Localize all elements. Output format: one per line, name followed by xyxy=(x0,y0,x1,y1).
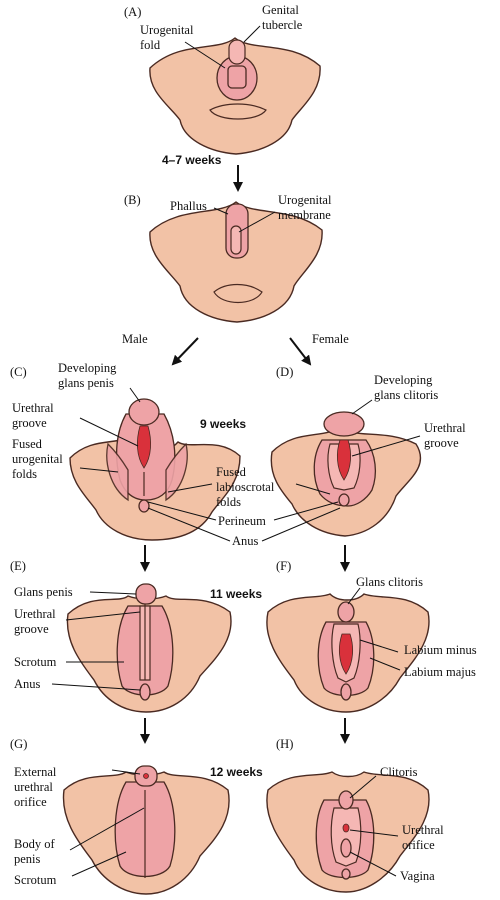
label-vagina: Vagina xyxy=(400,869,435,883)
label-urogenital-membrane-2: membrane xyxy=(278,208,331,222)
panel-d-letter: (D) xyxy=(276,365,293,379)
panel-a-letter: (A) xyxy=(124,5,141,19)
panel-g-letter: (G) xyxy=(10,737,27,751)
label-genital-tubercle-2: tubercle xyxy=(262,18,303,32)
label-c-fused-folds-1: Fused xyxy=(12,437,43,451)
panel-d xyxy=(270,399,422,537)
label-c-fused-folds-2: urogenital xyxy=(12,452,63,466)
label-11-weeks: 11 weeks xyxy=(210,587,262,601)
label-perineum: Perineum xyxy=(218,514,266,528)
panel-g xyxy=(62,765,230,895)
label-phallus: Phallus xyxy=(170,199,207,213)
label-c-urethral-groove-2: groove xyxy=(12,416,47,430)
label-labium-majus: Labium majus xyxy=(404,665,476,679)
panel-b-letter: (B) xyxy=(124,193,141,207)
label-labioscrotal-3: folds xyxy=(216,495,241,509)
label-urogenital-fold-1: Urogenital xyxy=(140,23,194,37)
label-9-weeks: 9 weeks xyxy=(200,417,246,431)
label-c-urethral-groove-1: Urethral xyxy=(12,401,54,415)
panel-e-letter: (E) xyxy=(10,559,26,573)
panel-a xyxy=(149,25,321,155)
panel-c xyxy=(69,387,241,541)
label-d-urethral-groove-2: groove xyxy=(424,436,459,450)
panel-e xyxy=(51,583,232,713)
label-f-glans: Glans clitoris xyxy=(356,575,423,589)
arrow-to-male xyxy=(171,337,199,366)
label-urethral-orifice-2: orifice xyxy=(402,838,435,852)
panel-f xyxy=(266,587,430,713)
arrow-to-female xyxy=(289,337,312,366)
label-e-urethral-groove-1: Urethral xyxy=(14,607,56,621)
label-c-glans-1: Developing xyxy=(58,361,117,375)
label-labium-minus: Labium minus xyxy=(404,643,477,657)
label-e-scrotum: Scrotum xyxy=(14,655,57,669)
label-e-anus: Anus xyxy=(14,677,41,691)
label-labioscrotal-1: Fused xyxy=(216,465,247,479)
label-external-orifice-3: orifice xyxy=(14,795,47,809)
label-genital-tubercle-1: Genital xyxy=(262,3,299,17)
label-d-glans-1: Developing xyxy=(374,373,433,387)
panel-b xyxy=(149,201,323,323)
label-urogenital-fold-2: fold xyxy=(140,38,161,52)
label-e-urethral-groove-2: groove xyxy=(14,622,49,636)
label-body-of-penis-1: Body of xyxy=(14,837,55,851)
label-external-orifice-1: External xyxy=(14,765,57,779)
panel-c-letter: (C) xyxy=(10,365,27,379)
label-body-of-penis-2: penis xyxy=(14,852,41,866)
label-d-glans-2: glans clitoris xyxy=(374,388,438,402)
panel-h xyxy=(266,771,430,893)
label-12-weeks: 12 weeks xyxy=(210,765,263,779)
label-urogenital-membrane-1: Urogenital xyxy=(278,193,332,207)
panel-f-letter: (F) xyxy=(276,559,291,573)
label-c-glans-2: glans penis xyxy=(58,376,114,390)
panel-h-letter: (H) xyxy=(276,737,293,751)
label-c-fused-folds-3: folds xyxy=(12,467,37,481)
label-male: Male xyxy=(122,332,148,346)
label-clitoris: Clitoris xyxy=(380,765,418,779)
label-urethral-orifice-1: Urethral xyxy=(402,823,444,837)
label-external-orifice-2: urethral xyxy=(14,780,53,794)
label-g-scrotum: Scrotum xyxy=(14,873,57,887)
label-4-7-weeks: 4–7 weeks xyxy=(162,153,222,167)
label-labioscrotal-2: labioscrotal xyxy=(216,480,275,494)
label-e-glans: Glans penis xyxy=(14,585,73,599)
label-anus-cd: Anus xyxy=(232,534,259,548)
label-d-urethral-groove-1: Urethral xyxy=(424,421,466,435)
label-female: Female xyxy=(312,332,349,346)
